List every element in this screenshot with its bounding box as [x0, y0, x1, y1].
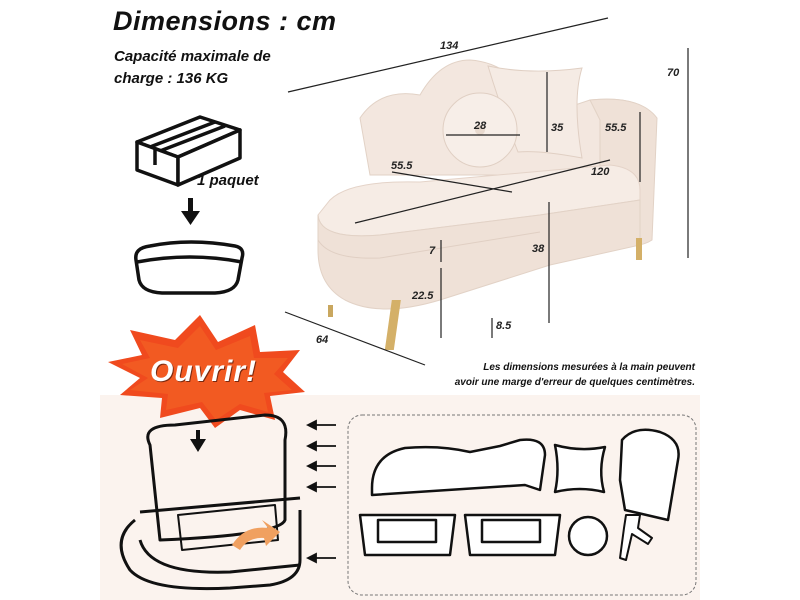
measurement-note: Les dimensions mesurées à la main peuven…: [385, 360, 695, 390]
dim-armrest-height: 55.5: [605, 122, 627, 134]
dimension-lines: [284, 17, 689, 366]
dim-cushion-thickness: 7: [429, 245, 436, 257]
arrow-down-icon: [181, 198, 200, 225]
arrow-left-icon: [305, 419, 336, 564]
storage-base-icon: [134, 240, 245, 295]
dim-depth: 64: [316, 334, 329, 346]
note-line-2: avoir une marge d'erreur de quelques cen…: [454, 377, 695, 388]
dim-total-height: 70: [667, 67, 680, 79]
dim-seat-length: 120: [591, 166, 610, 178]
lift-arrow-icon: [232, 520, 280, 550]
page-title: Dimensions : cm: [113, 6, 337, 36]
arrow-down-icon: [190, 430, 206, 452]
contents-panel: [100, 395, 700, 600]
parts-drawings: [358, 428, 680, 561]
open-badge-label: Ouvrir!: [150, 355, 258, 388]
dim-leg-height: 8.5: [496, 320, 512, 332]
dim-pillow-height: 35: [551, 122, 564, 134]
note-line-1: Les dimensions mesurées à la main peuven…: [483, 362, 695, 373]
package-box-icon: [135, 115, 242, 187]
parts-box: [347, 414, 697, 596]
max-load-value: charge : 136 KG: [114, 70, 229, 87]
dim-base-height: 22.5: [412, 290, 434, 302]
chaise-longue-photo: [317, 59, 658, 350]
open-storage-drawing: [119, 413, 302, 591]
open-starburst-badge: [108, 315, 305, 428]
max-load-label: Capacité maximale de: [114, 48, 271, 65]
dim-seat-depth: 55.5: [391, 160, 413, 172]
dim-pillow-width: 28: [474, 120, 487, 132]
dim-total-length: 134: [440, 40, 459, 52]
package-count-label: 1 paquet: [197, 172, 259, 189]
dim-seat-height: 38: [532, 243, 545, 255]
